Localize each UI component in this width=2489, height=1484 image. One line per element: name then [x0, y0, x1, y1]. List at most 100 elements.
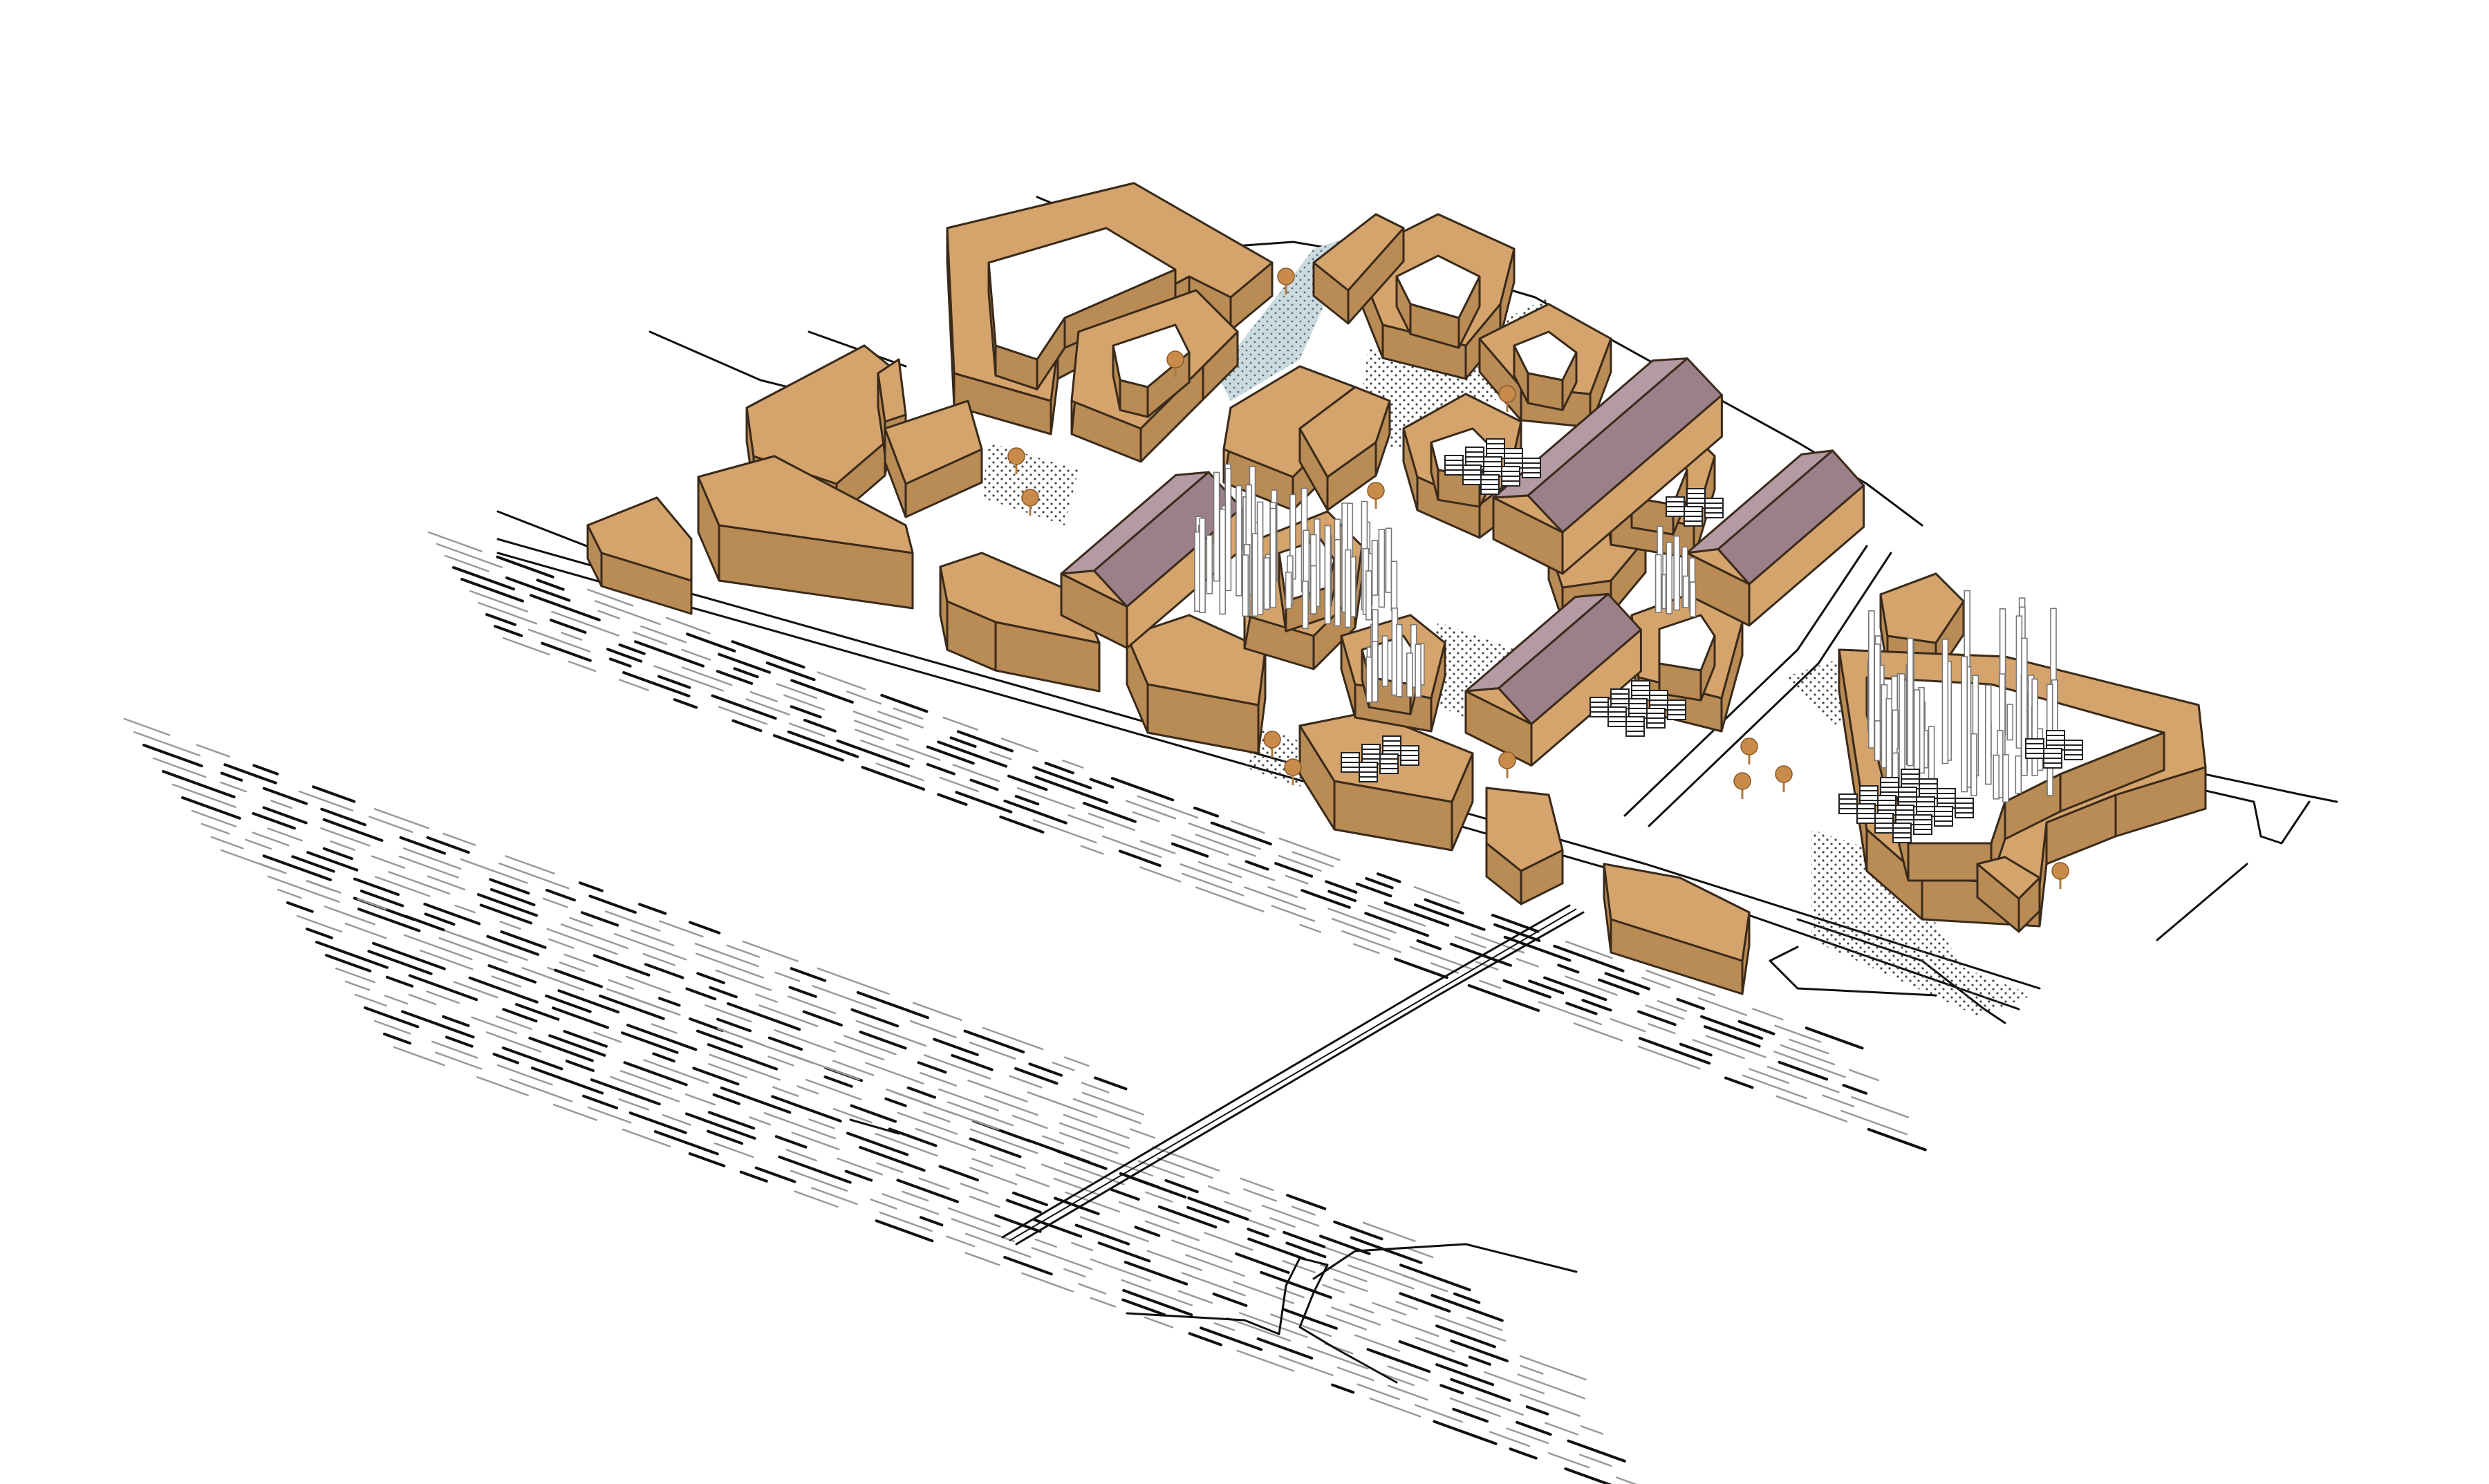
track-segment — [1616, 1476, 1638, 1484]
track-segment — [262, 787, 308, 805]
track-segment — [408, 993, 437, 1006]
track-segment — [1053, 1196, 1100, 1216]
track-segment — [1014, 795, 1040, 806]
track-segment — [1101, 835, 1162, 858]
module — [1913, 824, 1932, 830]
track-segment — [1281, 1308, 1338, 1330]
module — [1684, 516, 1703, 522]
pillar — [1206, 534, 1213, 594]
track-segment — [952, 764, 1000, 782]
track-segment — [344, 980, 371, 991]
pillar — [1396, 623, 1403, 697]
module — [1955, 812, 1974, 818]
track-segment — [707, 1129, 744, 1145]
track-segment — [1789, 1038, 1829, 1055]
module — [1684, 520, 1703, 527]
track-segment — [1325, 880, 1358, 894]
tree — [1021, 489, 1039, 516]
module — [1667, 709, 1686, 715]
track-segment — [1062, 760, 1084, 769]
track-segment — [1204, 1232, 1253, 1251]
module — [1522, 467, 1541, 473]
building-top — [586, 496, 693, 582]
tree — [1007, 447, 1025, 474]
track-segment — [1274, 862, 1314, 878]
module — [1501, 480, 1520, 487]
track-segment — [1369, 1397, 1421, 1418]
module — [1704, 503, 1724, 509]
track-segment — [1188, 1332, 1222, 1346]
track-segment — [1286, 1194, 1327, 1210]
track-segment — [1079, 1216, 1149, 1243]
pillar — [1381, 635, 1389, 687]
track-segment — [588, 894, 637, 914]
hall-gable — [1686, 548, 1751, 585]
track-segment — [1489, 1431, 1530, 1447]
module — [1684, 511, 1703, 517]
module — [1628, 698, 1648, 704]
track-segment — [709, 1053, 781, 1081]
south-path-2 — [1312, 1243, 1578, 1280]
track-segment — [1081, 1082, 1110, 1093]
track-segment — [220, 771, 243, 782]
hall-1 — [1060, 471, 1243, 649]
track-segment — [364, 1006, 420, 1029]
track-segment — [790, 679, 854, 704]
track-segment — [1059, 1122, 1130, 1149]
track-segment — [969, 1042, 1016, 1060]
track-segment — [787, 995, 837, 1015]
track-segment — [496, 1064, 553, 1086]
track-segment — [716, 1017, 752, 1033]
track-segment — [1848, 1069, 1880, 1082]
track-segment — [252, 832, 290, 847]
track-segment — [1282, 1260, 1316, 1274]
track-segment — [938, 1165, 979, 1182]
track-segment — [431, 1040, 478, 1059]
module — [1937, 793, 1956, 799]
track-segment — [1110, 777, 1175, 802]
track-segment — [937, 740, 1007, 768]
track-segment — [354, 993, 388, 1007]
module — [1666, 496, 1685, 503]
module — [1686, 493, 1706, 499]
tree — [1740, 738, 1758, 764]
track-segment — [1031, 1247, 1093, 1270]
track-segment — [568, 660, 597, 673]
track-segment — [1276, 1286, 1305, 1299]
track-segment — [937, 793, 968, 806]
module — [1934, 820, 1953, 827]
module — [1341, 752, 1360, 758]
track-segment — [1144, 1220, 1200, 1241]
track-segment — [1752, 1008, 1784, 1021]
track-segment — [733, 667, 759, 679]
track-segment — [123, 717, 171, 736]
track-segment — [644, 963, 684, 979]
track-segment — [1565, 1002, 1598, 1015]
track-segment — [1247, 1228, 1269, 1238]
courtyard-wall — [987, 261, 997, 377]
building-top — [1976, 856, 2041, 900]
hall-gable — [1464, 687, 1533, 725]
track-segment — [491, 975, 522, 988]
track-segment — [731, 719, 763, 733]
track-segment — [776, 683, 818, 699]
block-nw-4 — [1070, 289, 1239, 463]
module — [1901, 773, 1920, 780]
track-segment — [1059, 1131, 1119, 1154]
track-segment — [291, 855, 335, 873]
track-segment — [1705, 1035, 1766, 1058]
track-segment — [1399, 1264, 1471, 1292]
track-segment — [545, 994, 592, 1013]
module — [1880, 787, 1899, 793]
track-segment — [791, 1131, 840, 1151]
track-segment — [855, 1020, 927, 1047]
module — [1465, 451, 1484, 458]
track-segment — [610, 1076, 680, 1102]
block-n-4 — [1298, 386, 1391, 511]
track-segment — [1089, 778, 1115, 789]
track-segment — [498, 862, 570, 890]
track-segment — [1679, 1042, 1713, 1057]
track-segment — [426, 836, 470, 854]
track-segment — [306, 928, 333, 939]
track-segment — [895, 743, 941, 761]
